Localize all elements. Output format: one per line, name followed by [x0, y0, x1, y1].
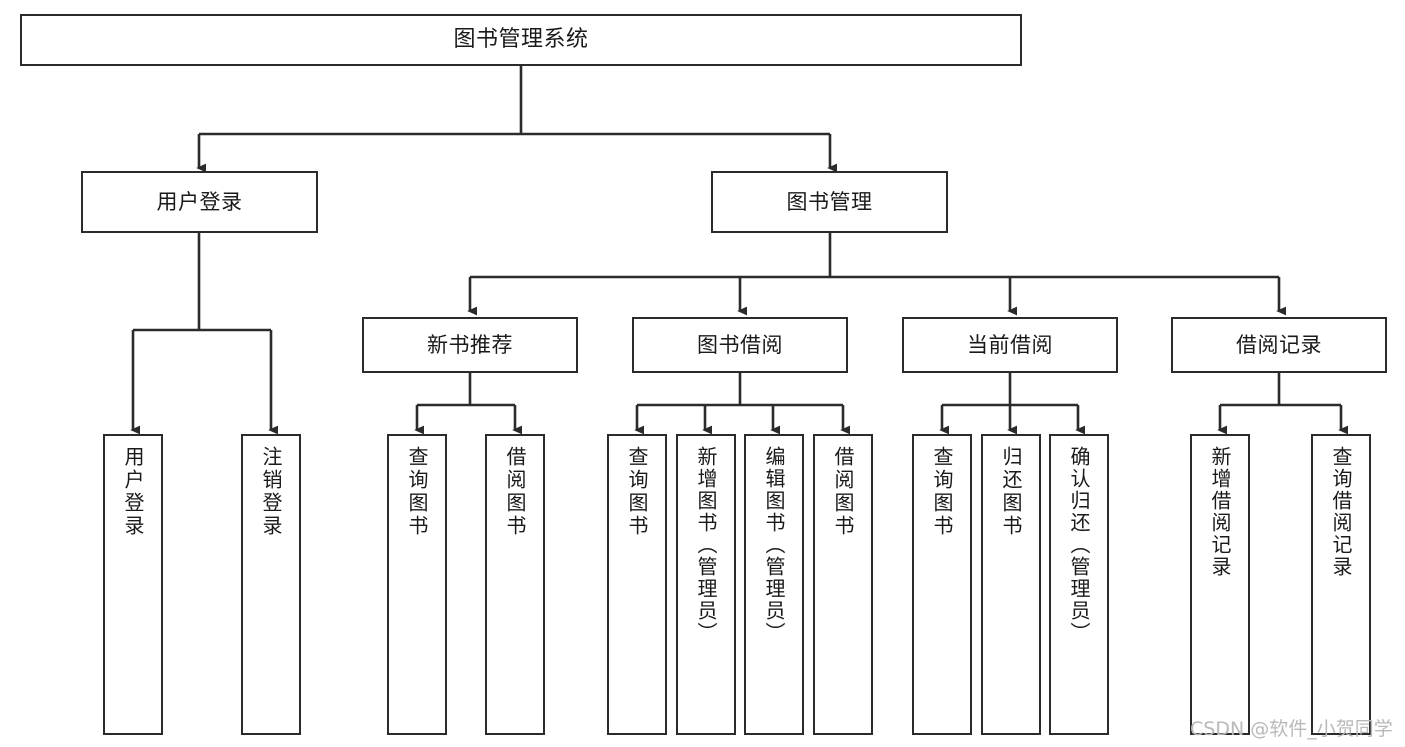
node-label: 借阅图书: [503, 446, 527, 538]
node-label: 图书管理: [786, 189, 873, 214]
leaf-records-query-record[interactable]: 查询借阅记录: [1311, 434, 1371, 735]
node-label: 新增借阅记录: [1208, 446, 1232, 578]
node-label: 借阅记录: [1236, 332, 1322, 357]
node-label: 图书管理系统: [453, 27, 589, 53]
node-book-borrow[interactable]: 图书借阅: [632, 317, 848, 373]
node-borrow-records[interactable]: 借阅记录: [1171, 317, 1387, 373]
leaf-current-confirm-return-admin[interactable]: 确认归还（管理员）: [1049, 434, 1109, 735]
leaf-current-return-book[interactable]: 归还图书: [981, 434, 1041, 735]
node-label: 编辑图书（管理员）: [762, 446, 786, 644]
leaf-records-add-record[interactable]: 新增借阅记录: [1190, 434, 1250, 735]
node-new-book-recommend[interactable]: 新书推荐: [362, 317, 578, 373]
node-book-management[interactable]: 图书管理: [711, 171, 948, 233]
node-label: 归还图书: [999, 446, 1023, 538]
node-label: 新增图书（管理员）: [694, 446, 718, 644]
node-label: 借阅图书: [831, 446, 855, 538]
leaf-borrow-add-book-admin[interactable]: 新增图书（管理员）: [676, 434, 736, 735]
leaf-current-query-book[interactable]: 查询图书: [912, 434, 972, 735]
node-current-borrow[interactable]: 当前借阅: [902, 317, 1118, 373]
node-label: 当前借阅: [967, 332, 1053, 357]
node-label: 查询图书: [405, 446, 429, 538]
leaf-recommend-query-book[interactable]: 查询图书: [387, 434, 447, 735]
leaf-user-login-login[interactable]: 用户登录: [103, 434, 163, 735]
node-root-system[interactable]: 图书管理系统: [20, 14, 1022, 66]
node-label: 查询图书: [930, 446, 954, 538]
node-label: 新书推荐: [427, 332, 513, 357]
node-label: 确认归还（管理员）: [1067, 446, 1091, 644]
leaf-borrow-borrow-book[interactable]: 借阅图书: [813, 434, 873, 735]
node-label: 用户登录: [121, 446, 145, 538]
leaf-user-login-logout[interactable]: 注销登录: [241, 434, 301, 735]
node-label: 图书借阅: [697, 332, 783, 357]
node-label: 查询借阅记录: [1329, 446, 1353, 578]
node-label: 用户登录: [156, 189, 243, 214]
leaf-recommend-borrow-book[interactable]: 借阅图书: [485, 434, 545, 735]
leaf-borrow-query-book[interactable]: 查询图书: [607, 434, 667, 735]
node-label: 查询图书: [625, 446, 649, 538]
leaf-borrow-edit-book-admin[interactable]: 编辑图书（管理员）: [744, 434, 804, 735]
node-label: 注销登录: [259, 446, 283, 538]
node-user-login[interactable]: 用户登录: [81, 171, 318, 233]
